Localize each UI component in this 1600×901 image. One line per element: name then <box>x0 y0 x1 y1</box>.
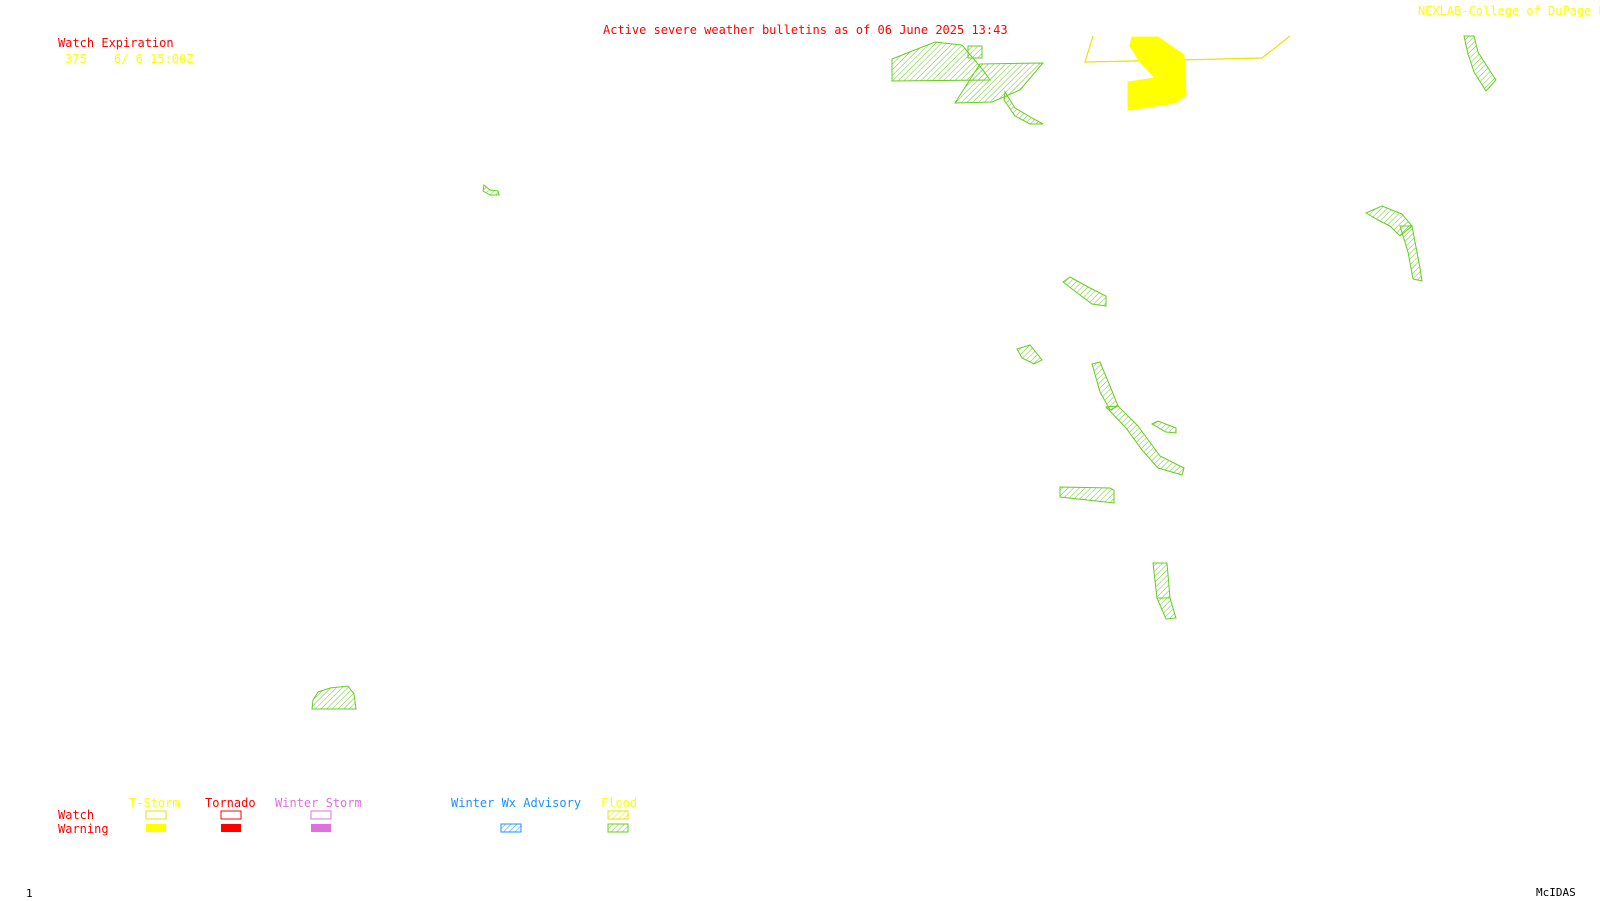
flood-area <box>1156 597 1177 620</box>
flood-area <box>482 184 500 196</box>
legend-tstorm-watch-swatch <box>145 810 167 820</box>
legend-tstorm-warning-swatch <box>146 824 166 832</box>
legend-watch-row-label: Watch <box>58 808 95 822</box>
legend-tstorm-label: T-Storm <box>129 796 180 810</box>
bulletin-title: Active severe weather bulletins as of 06… <box>603 23 1008 37</box>
legend-winter-storm-warning-swatch <box>311 824 331 832</box>
flood-area <box>1003 90 1044 125</box>
flood-area <box>1104 405 1185 476</box>
flood-area <box>311 685 357 710</box>
watch-expiration-heading: Watch Expiration <box>58 36 174 50</box>
flood-area <box>1091 361 1119 411</box>
frame-number: 1 <box>26 887 33 900</box>
flood-area <box>1016 344 1043 365</box>
legend-flood-label: Flood <box>601 796 638 810</box>
legend-flood-warning-swatch <box>607 823 629 833</box>
tstorm-watch-outline <box>1084 35 1291 63</box>
legend-tornado-label: Tornado <box>205 796 256 810</box>
watch-number: 375 <box>65 52 87 66</box>
flood-area <box>1150 420 1177 434</box>
legend-winter-advisory-label: Winter Wx Advisory <box>451 796 582 810</box>
flood-area <box>967 45 983 59</box>
watch-expiration-time: 6/ 6 15:00Z <box>114 52 194 66</box>
legend-tornado-watch-swatch <box>220 810 242 820</box>
flood-area <box>1399 225 1423 282</box>
legend-winter-advisory-swatch <box>500 823 522 833</box>
flood-area <box>1152 562 1171 599</box>
data-source-credit: NEXLAB-College of DuPage R <box>1418 4 1600 18</box>
software-label: McIDAS <box>1536 886 1576 899</box>
legend-winter-storm-label: Winter Storm <box>275 796 362 810</box>
flood-area <box>1059 486 1115 504</box>
legend-warning-row-label: Warning <box>58 822 109 836</box>
tstorm-warning-area <box>1127 36 1187 111</box>
legend-winter-storm-watch-swatch <box>310 810 332 820</box>
flood-area <box>1463 35 1497 92</box>
legend-flood-watch-swatch <box>607 810 629 820</box>
legend-tornado-warning-swatch <box>221 824 241 832</box>
flood-area <box>1062 276 1107 307</box>
